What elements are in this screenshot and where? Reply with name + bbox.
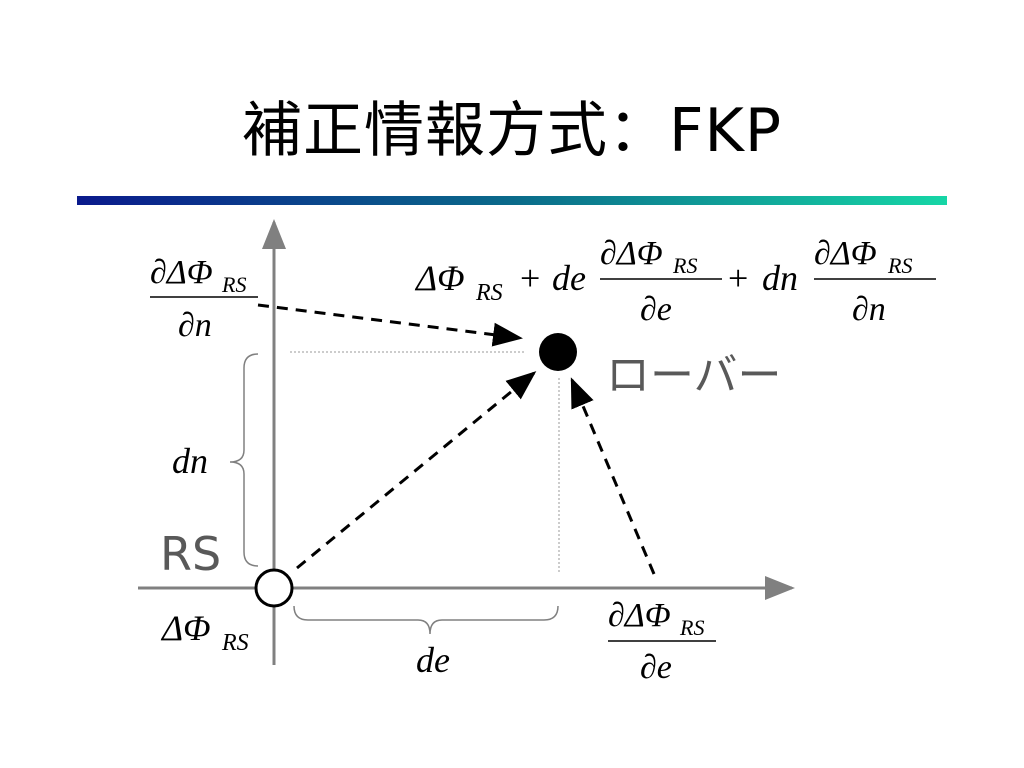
origin-correction-label: ΔΦ RS: [160, 608, 249, 656]
formula-delta-phi-subscript: RS: [475, 280, 503, 306]
formula-east-subscript: RS: [672, 253, 697, 278]
formula-de: de: [552, 258, 586, 298]
rover-point: [539, 333, 577, 371]
formula-east-numerator: ∂ΔΦ: [600, 235, 663, 272]
arrow-rs-to-rover: [296, 371, 537, 570]
north-gradient-subscript: RS: [221, 272, 246, 297]
north-gradient-fraction: ∂ΔΦ RS ∂n: [150, 254, 258, 344]
dn-label: dn: [172, 441, 208, 481]
north-gradient-numerator: ∂ΔΦ: [150, 254, 213, 291]
formula-delta-phi: ΔΦ: [414, 258, 465, 298]
reference-station-point: [254, 568, 294, 608]
east-gradient-denominator: ∂e: [640, 649, 672, 686]
slide-title: 補正情報方式：FKP: [241, 96, 783, 166]
de-label: de: [416, 640, 450, 680]
origin-subscript-rs: RS: [221, 630, 249, 656]
title-underline-bar: [77, 196, 947, 205]
formula-north-denominator: ∂n: [852, 291, 886, 328]
formula-plus-2: +: [728, 258, 748, 298]
formula-dn: dn: [762, 258, 798, 298]
formula-north-subscript: RS: [887, 253, 912, 278]
arrow-east-gradient-to-rover: [570, 377, 656, 575]
rover-correction-formula: ΔΦ RS + de ∂ΔΦ RS ∂e + dn ∂ΔΦ RS ∂n: [414, 235, 936, 328]
origin-delta-phi: ΔΦ: [160, 608, 211, 648]
rover-label: ローバー: [606, 350, 782, 401]
arrow-north-gradient-to-rover: [257, 303, 523, 347]
north-gradient-denominator: ∂n: [178, 307, 212, 344]
formula-north-numerator: ∂ΔΦ: [814, 235, 877, 272]
dn-brace: [229, 353, 259, 567]
formula-plus-1: +: [520, 258, 540, 298]
east-gradient-numerator: ∂ΔΦ: [608, 597, 671, 634]
de-brace: [293, 605, 559, 635]
east-gradient-subscript: RS: [679, 615, 704, 640]
rs-label: RS: [160, 527, 221, 581]
formula-east-denominator: ∂e: [640, 291, 672, 328]
east-gradient-fraction: ∂ΔΦ RS ∂e: [608, 597, 716, 686]
